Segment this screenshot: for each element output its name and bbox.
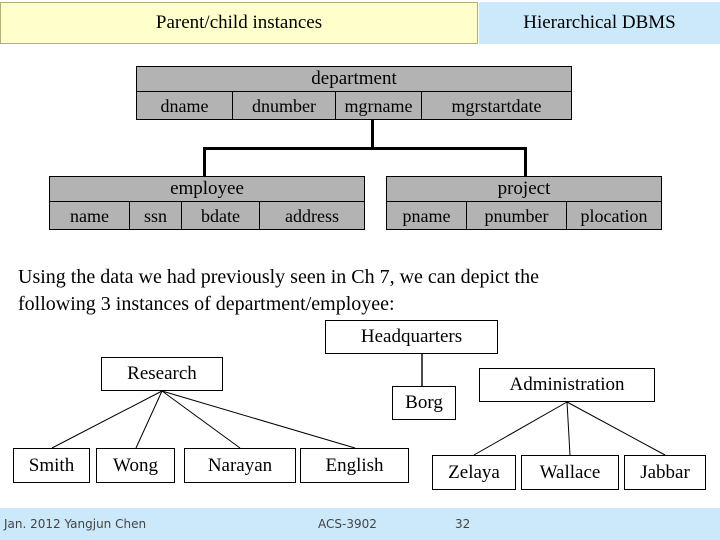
table-header-row-department: dname dnumber mgrname mgrstartdate xyxy=(137,92,571,120)
table-header-row-employee: name ssn bdate address xyxy=(50,202,364,230)
instance-box-wallace: Wallace xyxy=(521,455,619,490)
column-mgrstartdate: mgrstartdate xyxy=(451,95,542,116)
column-mgrname: mgrname xyxy=(336,92,422,120)
body-line-1: Using the data we had previously seen in… xyxy=(18,266,539,288)
column-dname: dname xyxy=(137,92,233,120)
table-header-row-project: pname pnumber plocation xyxy=(387,202,661,230)
column-dnumber: dnumber xyxy=(233,92,336,120)
instance-box-smith: Smith xyxy=(13,448,90,483)
slide-title-left: Parent/child instances xyxy=(0,2,478,44)
column-pname: pname xyxy=(387,202,467,230)
body-line-2: following 3 instances of department/empl… xyxy=(18,293,395,315)
instance-box-jabbar: Jabbar xyxy=(624,455,706,490)
body-paragraph: Using the data we had previously seen in… xyxy=(18,264,708,318)
column-plocation: plocation xyxy=(580,205,648,226)
table-title-employee: employee xyxy=(50,177,364,202)
schema-connector-drop-employee xyxy=(203,147,206,176)
column-bdate: bdate xyxy=(182,202,260,230)
slide-footer: Jan. 2012 Yangjun Chen ACS-3902 32 xyxy=(0,508,720,540)
schema-connector-bar xyxy=(203,147,527,150)
column-name: name xyxy=(50,202,130,230)
schema-connector-stem xyxy=(371,120,374,150)
table-title-department: department xyxy=(137,67,571,92)
footer-page-number: 32 xyxy=(455,517,471,531)
instance-box-headquarters: Headquarters xyxy=(325,320,498,354)
table-title-project: project xyxy=(387,177,661,202)
instance-box-wong: Wong xyxy=(96,448,175,483)
footer-author: Jan. 2012 Yangjun Chen xyxy=(4,517,147,531)
schema-table-department: department dname dnumber mgrname mgrstar… xyxy=(136,66,572,120)
instance-box-research: Research xyxy=(101,357,223,391)
column-ssn: ssn xyxy=(130,202,182,230)
column-address: address xyxy=(285,205,339,226)
instance-box-administration: Administration xyxy=(479,368,655,402)
schema-connector-drop-project xyxy=(524,147,527,176)
slide-title-right: Hierarchical DBMS xyxy=(479,2,720,44)
footer-course-code: ACS-3902 xyxy=(318,517,377,531)
column-pnumber: pnumber xyxy=(467,202,567,230)
schema-table-project: project pname pnumber plocation xyxy=(386,176,662,230)
instance-box-zelaya: Zelaya xyxy=(432,455,516,490)
instance-box-borg: Borg xyxy=(392,386,456,420)
schema-table-employee: employee name ssn bdate address xyxy=(49,176,365,230)
instance-box-narayan: Narayan xyxy=(184,448,296,483)
instance-box-english: English xyxy=(300,448,409,483)
